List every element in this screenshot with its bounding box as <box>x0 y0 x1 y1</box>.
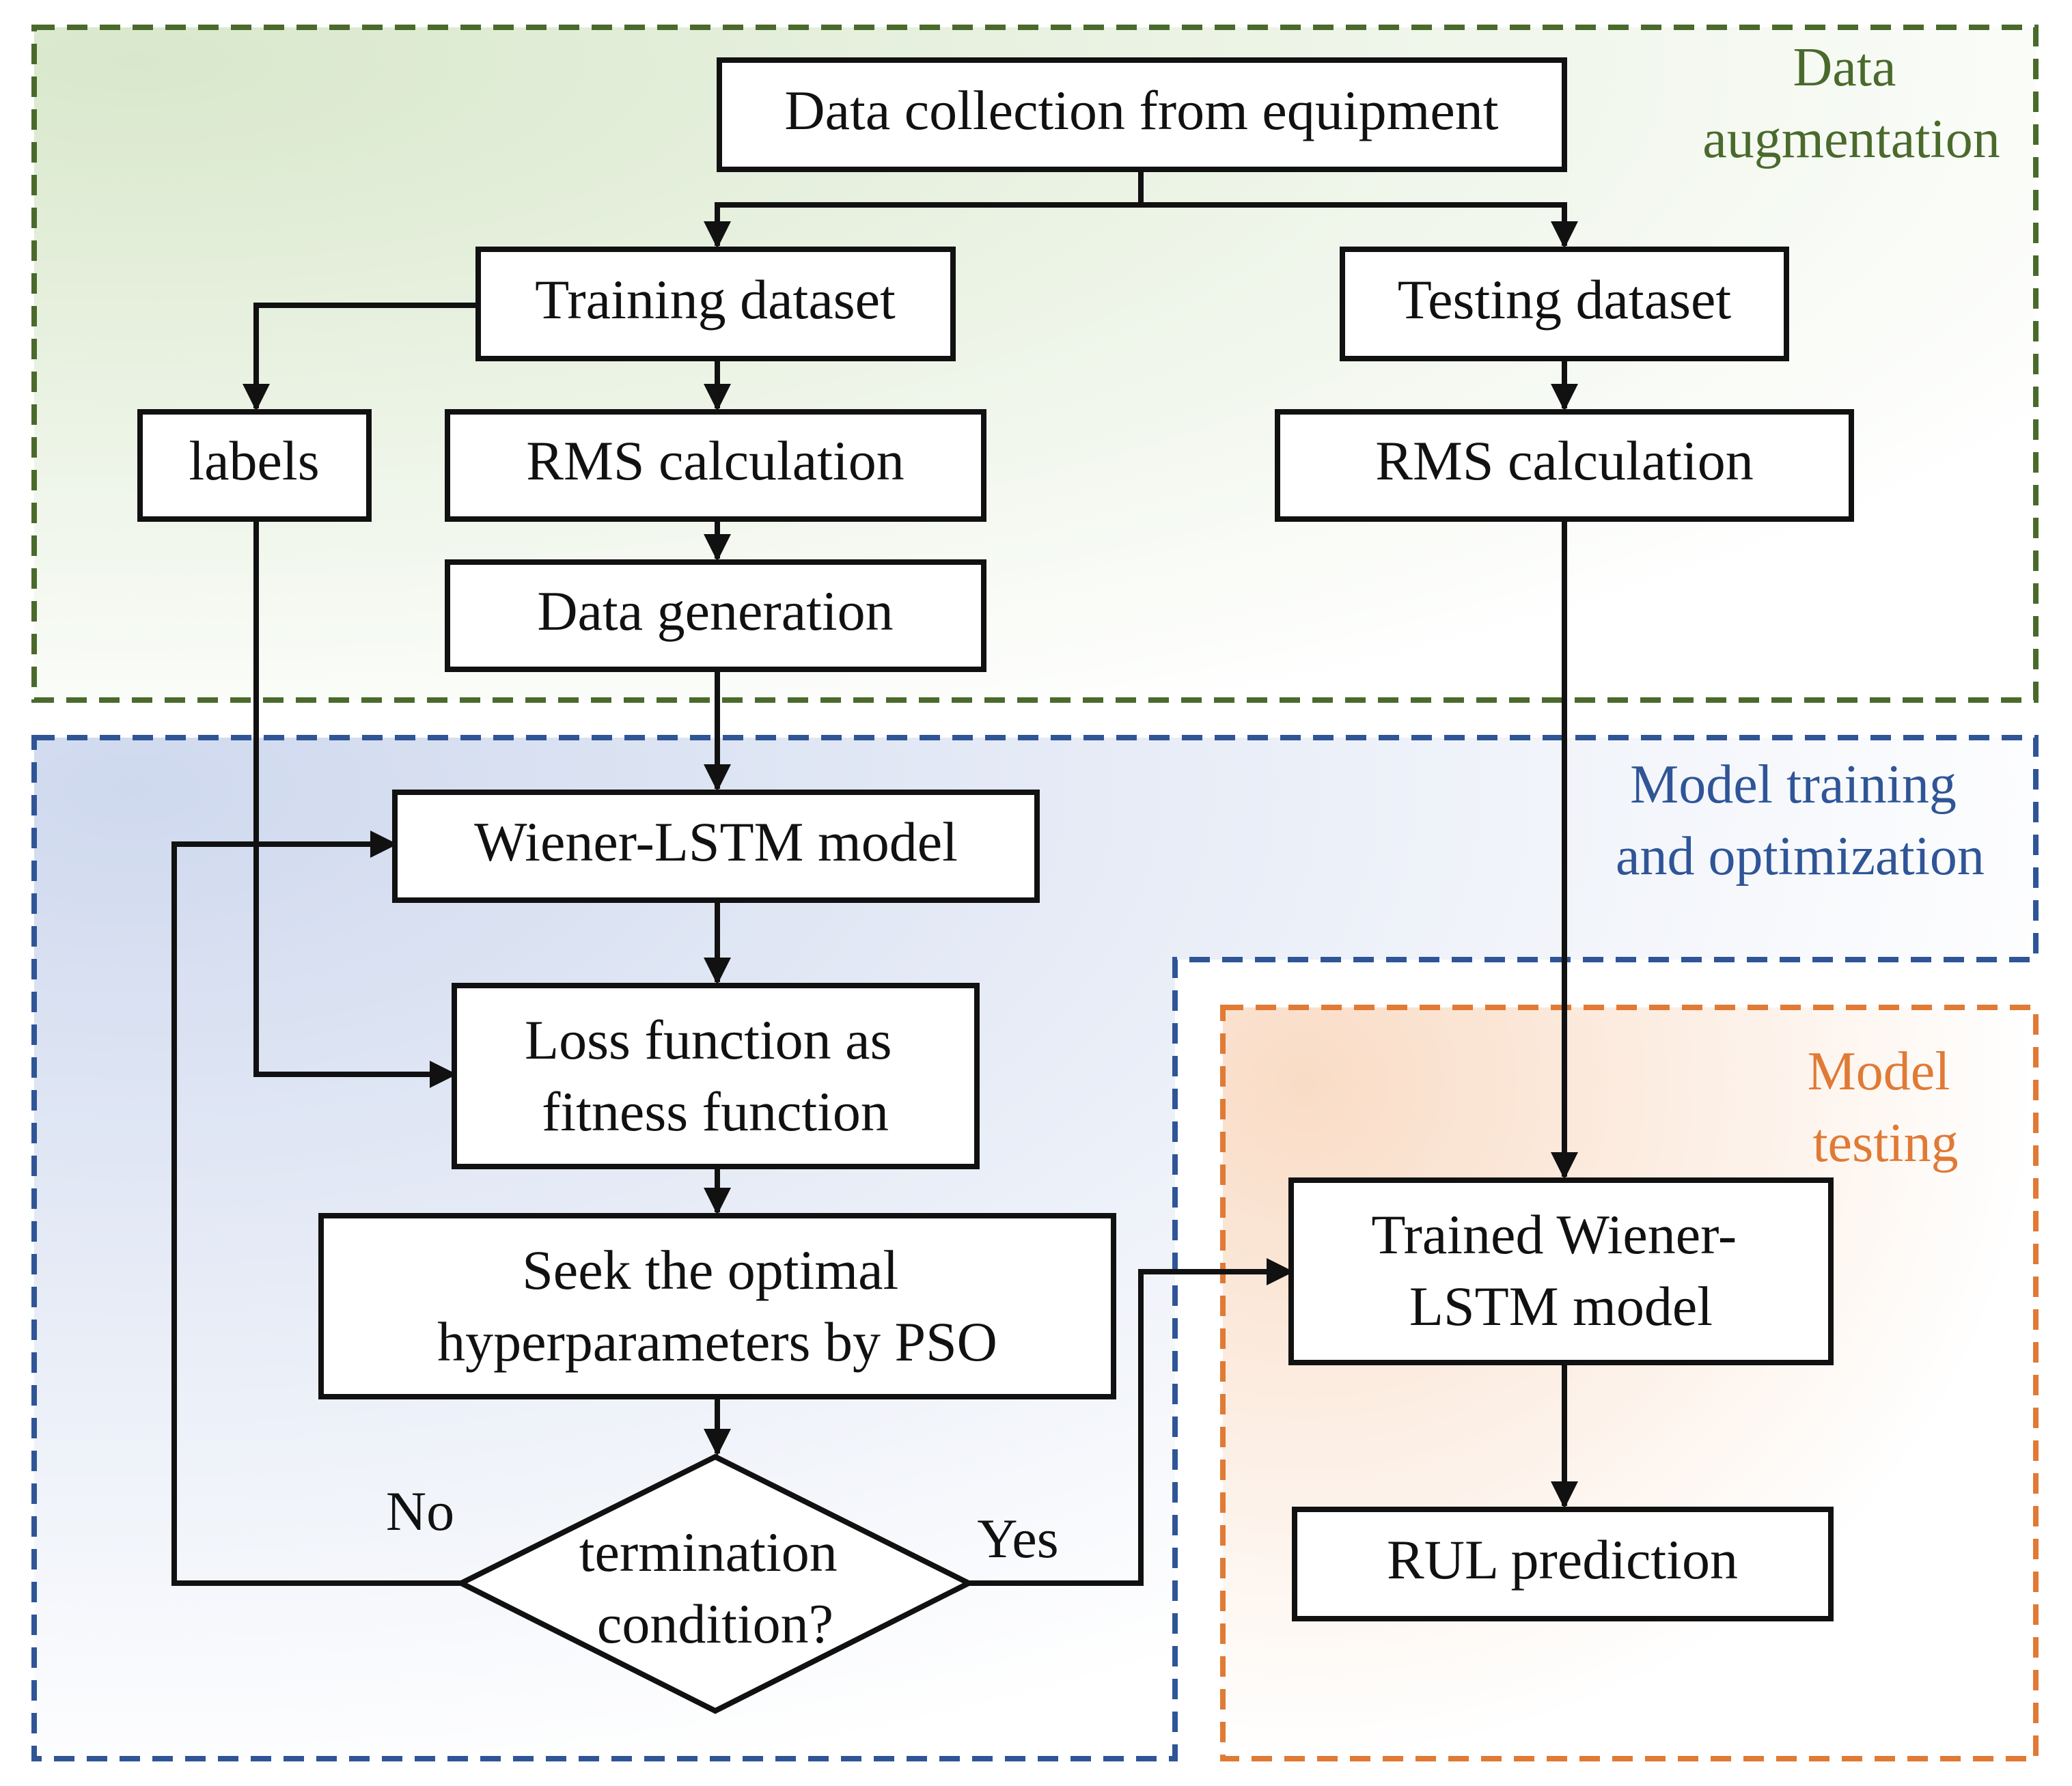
svg-text:Seek the optimal hyper: Seek the optimal hyperparameters by PSO <box>437 1239 997 1373</box>
node-termination-condition: termination condition? <box>455 1453 975 1714</box>
svg-text:RUL prediction: RUL prediction <box>1387 1529 1738 1591</box>
svg-text:Training dataset: Training dataset <box>535 268 896 331</box>
connectors <box>171 169 1578 1586</box>
node-trained-wiener-lstm: Trained Wiener- LSTM model <box>1288 1177 1834 1365</box>
region-model-testing: Model testing <box>1220 1005 2039 1761</box>
connector-labels-to-loss <box>253 519 457 1088</box>
connector-training-to-labels <box>243 303 478 411</box>
node-rms-calculation-train: RMS calculation <box>445 409 986 522</box>
svg-text:Data generation: Data generation <box>537 580 893 642</box>
region-model-testing-title: Model testing <box>1808 1042 1964 1173</box>
connector-to-testing <box>1141 202 1578 249</box>
node-seek-optimal: Seek the optimal hyperparameters by PSO <box>318 1213 1116 1399</box>
node-training-dataset: Training dataset <box>475 247 956 361</box>
svg-text:RMS calculation: RMS calculation <box>1375 430 1753 492</box>
svg-text:Trained Wiener- LSTM m: Trained Wiener- LSTM model <box>1371 1203 1750 1337</box>
region-model-training-title: Model training and optimization <box>1616 755 1985 887</box>
node-data-collection: Data collection from equipment <box>717 57 1567 172</box>
svg-text:labels: labels <box>189 430 319 492</box>
svg-text:Data collection from equipment: Data collection from equipment <box>784 79 1498 141</box>
node-testing-dataset: Testing dataset <box>1340 247 1789 361</box>
nodes: Data collection from equipment Training … <box>137 57 1854 1714</box>
connector-to-training <box>704 202 1141 249</box>
node-data-generation: Data generation <box>445 559 986 672</box>
svg-text:termination condition?: termination condition? <box>579 1521 852 1655</box>
svg-text:Testing dataset: Testing dataset <box>1398 268 1732 331</box>
connector-yes-to-trained <box>969 1258 1294 1586</box>
svg-text:Loss function as fitne: Loss function as fitness function <box>525 1009 906 1143</box>
region-data-augmentation-title: Data augmentation <box>1702 38 2000 169</box>
svg-text:RMS calculation: RMS calculation <box>526 430 904 492</box>
node-wiener-lstm: Wiener-LSTM model <box>392 790 1040 903</box>
svg-text:Wiener-LSTM model: Wiener-LSTM model <box>474 811 958 873</box>
node-rms-calculation-test: RMS calculation <box>1275 409 1854 522</box>
branch-label-no: No <box>386 1480 454 1542</box>
node-rul-prediction: RUL prediction <box>1292 1507 1834 1621</box>
node-loss-function: Loss function as fitness function <box>452 983 980 1169</box>
connector-no-loop <box>171 831 461 1586</box>
node-labels: labels <box>137 409 372 522</box>
branch-label-yes: Yes <box>977 1507 1058 1569</box>
